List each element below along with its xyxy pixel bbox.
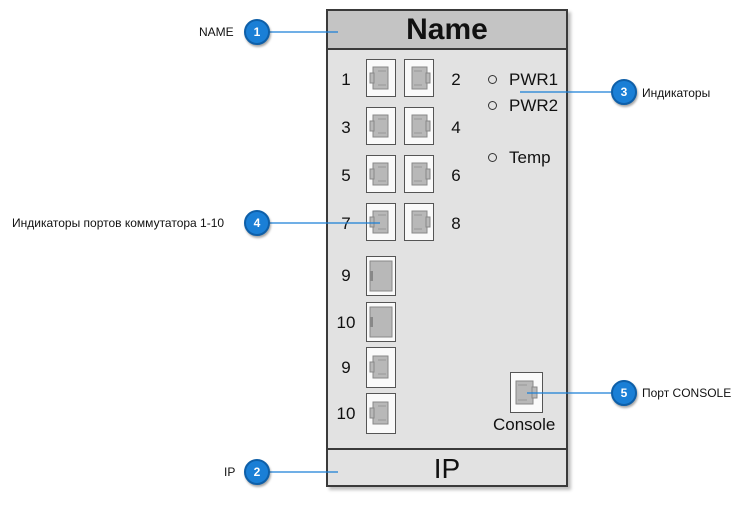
temp-label: Temp xyxy=(509,148,551,167)
sfp-port-icon xyxy=(369,260,393,292)
sfp-port-9 xyxy=(366,256,396,296)
port-number-8: 8 xyxy=(451,214,461,233)
ethernet-port-5 xyxy=(366,155,396,193)
sfp-port-10 xyxy=(366,302,396,342)
callout-text-console-port: Порт CONSOLE xyxy=(642,386,732,400)
rj45-port-icon xyxy=(411,162,431,186)
pwr1-label: PWR1 xyxy=(509,70,559,89)
port-number-9: 9 xyxy=(341,266,351,285)
rj45-port-icon xyxy=(411,210,431,234)
callout-badge-2: 2 xyxy=(244,459,270,485)
callout-text-indicators: Индикаторы xyxy=(642,86,711,100)
callout-badge-4: 4 xyxy=(244,210,270,236)
callout-badge-1: 1 xyxy=(244,19,270,45)
port-number-5: 5 xyxy=(341,166,351,185)
port-number-4: 4 xyxy=(451,118,461,137)
ethernet-port-6 xyxy=(404,155,434,193)
pwr2-label: PWR2 xyxy=(509,96,559,115)
port-number-10b: 10 xyxy=(336,404,356,423)
port-number-6: 6 xyxy=(451,166,461,185)
ethernet-port-7 xyxy=(366,203,396,241)
ethernet-port-10 xyxy=(366,393,396,434)
rj45-port-icon xyxy=(411,114,431,138)
device-name-header: Name xyxy=(326,9,568,50)
rj45-port-icon xyxy=(369,66,389,90)
ethernet-port-2 xyxy=(404,59,434,97)
port-number-2: 2 xyxy=(451,70,461,89)
callout-badge-5: 5 xyxy=(611,380,637,406)
port-number-9b: 9 xyxy=(341,358,351,377)
port-number-3: 3 xyxy=(341,118,351,137)
port-number-10: 10 xyxy=(336,313,356,332)
ethernet-port-9 xyxy=(366,347,396,388)
sfp-port-icon xyxy=(369,306,393,338)
rj45-port-icon xyxy=(369,114,389,138)
port-number-1: 1 xyxy=(341,70,351,89)
rj45-port-icon xyxy=(411,66,431,90)
callout-text-name: NAME xyxy=(199,25,234,39)
ethernet-port-8 xyxy=(404,203,434,241)
ethernet-port-1 xyxy=(366,59,396,97)
ethernet-port-3 xyxy=(366,107,396,145)
rj45-port-icon xyxy=(369,401,389,425)
rj45-port-icon xyxy=(369,355,389,379)
callout-text-port-indicators: Индикаторы портов коммутатора 1-10 xyxy=(12,216,225,230)
callout-text-ip: IP xyxy=(224,465,236,479)
pwr1-led-icon xyxy=(488,75,497,84)
rj45-port-icon xyxy=(369,210,389,234)
pwr2-led-icon xyxy=(488,101,497,110)
rj45-port-icon xyxy=(369,162,389,186)
device-ip-footer: IP xyxy=(326,448,568,487)
ethernet-port-4 xyxy=(404,107,434,145)
console-label: Console xyxy=(493,415,556,434)
temp-led-icon xyxy=(488,153,497,162)
callout-badge-3: 3 xyxy=(611,79,637,105)
